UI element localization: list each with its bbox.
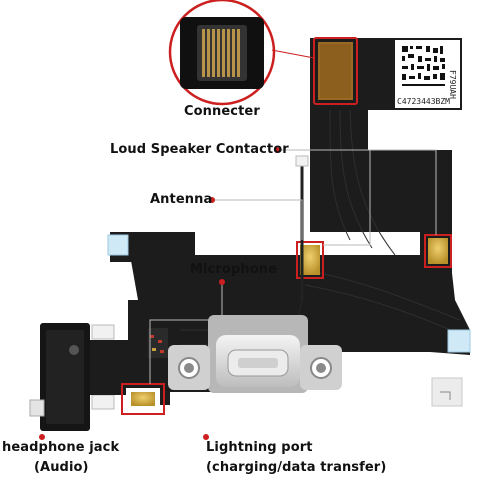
speaker-contact-right [424, 234, 452, 268]
connecter-inset [168, 0, 315, 106]
headphone-jack [29, 323, 138, 431]
label-microphone: Microphone [190, 262, 278, 277]
speaker-contact-left [296, 241, 324, 279]
label-connecter: Connecter [184, 104, 260, 119]
lightning-port [168, 315, 342, 393]
barcode-sticker: F79UAH C4723443BZM [395, 40, 460, 108]
leader-lines [149, 149, 437, 384]
label-antenna: Antenna [150, 192, 213, 207]
connecter-pad [313, 37, 358, 105]
sticker-code-bottom: C4723443BZM [397, 97, 450, 106]
label-loud-speaker-contactor: Loud Speaker Contactor [110, 142, 289, 157]
label-headphone-jack: headphone jack [2, 440, 120, 455]
microphone-pad [121, 383, 165, 415]
label-lightning-port: Lightning port [206, 440, 313, 455]
stiffener-tabs [107, 234, 471, 407]
label-lightning-transfer: (charging/data transfer) [206, 460, 387, 475]
sticker-code-side: F79UAH [448, 70, 457, 99]
label-headphone-audio: (Audio) [34, 460, 89, 475]
smd-components [148, 328, 168, 358]
label-dots [39, 147, 280, 440]
